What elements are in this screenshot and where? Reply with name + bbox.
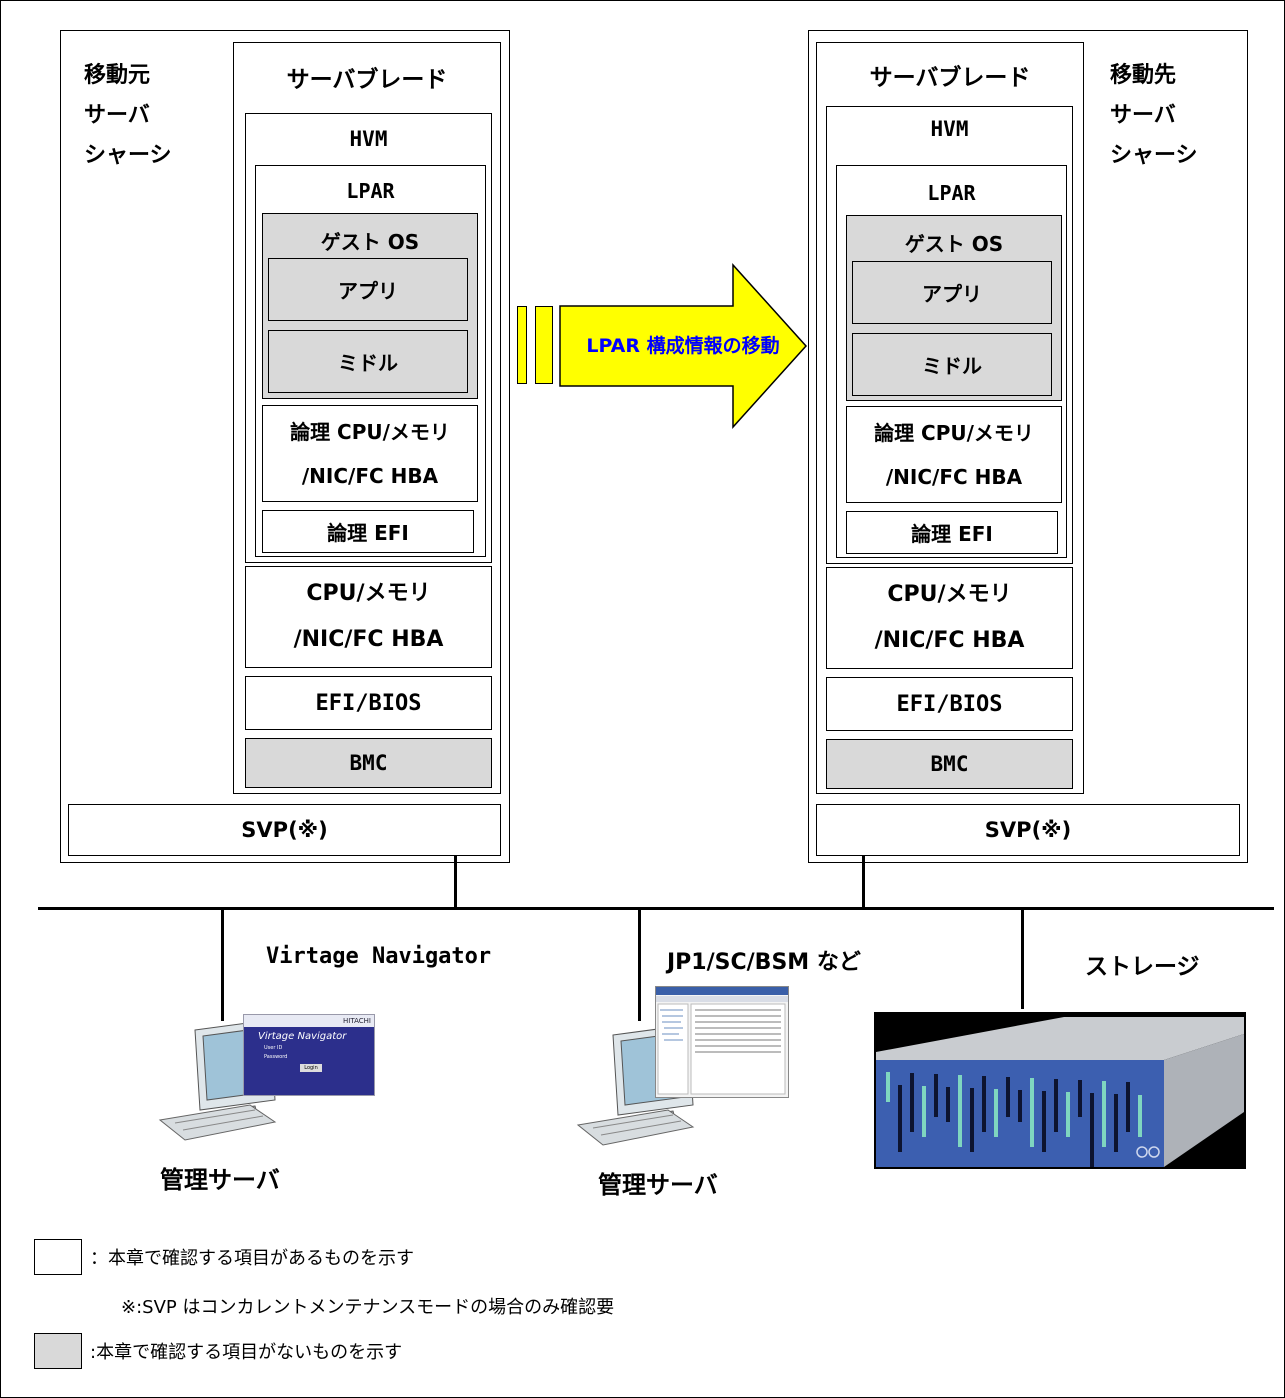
storage-slot [994,1089,998,1137]
legend-white-swatch [34,1239,82,1275]
dest-middle-box: ミドル [852,333,1052,396]
jp1-label: JP1/SC/BSM など [667,950,861,975]
migration-gap-bar-1 [517,306,527,384]
vn-password-label: Password [264,1054,288,1060]
vn-window-title: Virtage Navigator [258,1031,347,1042]
storage-slot [898,1085,902,1152]
source-bmc-box: BMC [245,738,492,788]
dest-lpar-title: LPAR [927,181,976,205]
dest-logical-cpu-box: 論理 CPU/メモリ /NIC/FC HBA [846,406,1062,503]
storage-slot [1102,1081,1106,1147]
storage-slot [1066,1092,1070,1137]
source-svp-box: SVP(※) [68,804,501,856]
dest-guest-os-title: ゲスト OS [904,231,1004,256]
dest-svp-link [862,856,865,908]
legend-white-text: ：本章で確認する項目があるものを示す [90,1248,414,1269]
dest-blade-title: サーバブレード [869,65,1031,91]
migration-arrow-label: LPAR 構成情報の移動 [586,334,780,357]
hitachi-brand: HITACHI [343,1017,371,1025]
storage-slot [946,1087,950,1122]
source-logical-efi-box: 論理 EFI [262,510,474,553]
storage-slot [1054,1079,1058,1132]
jp1-console-window [655,986,789,1098]
storage-slot [1078,1080,1082,1117]
storage-slot [1114,1094,1118,1152]
source-efi-bios-box: EFI/BIOS [245,676,492,730]
network-bus [38,907,1274,910]
virtage-navigator-label: Virtage Navigator [266,944,492,969]
legend-note: ※:SVP はコンカレントメンテナンスモードの場合のみ確認要 [121,1297,615,1318]
storage-slot [982,1076,986,1132]
source-hvm-title: HVM [349,127,388,151]
source-chassis-label: 移動元 サーバ シャーシ [84,63,172,168]
migration-arrow [559,263,808,429]
storage-label: ストレージ [1085,954,1200,980]
dest-cpu-box: CPU/メモリ /NIC/FC HBA [826,567,1073,669]
storage-slot [970,1088,974,1152]
storage-slot [958,1075,962,1147]
storage-device-image [874,1012,1246,1169]
source-cpu-box: CPU/メモリ /NIC/FC HBA [245,566,492,668]
legend-gray-text: :本章で確認する項目がないものを示す [90,1342,403,1363]
storage-slot [1030,1078,1034,1147]
dest-svp-box: SVP(※) [816,804,1240,856]
storage-slot [910,1073,914,1132]
management-server-1-label: 管理サーバ [160,1166,280,1194]
legend-gray-swatch [34,1333,82,1369]
source-guest-os-title: ゲスト OS [320,229,420,254]
source-app-box: アプリ [268,258,468,321]
mgmt1-link [221,909,224,1021]
storage-slot [1018,1090,1022,1122]
storage-slot [1006,1077,1010,1117]
storage-slot [1042,1091,1046,1152]
storage-slot [1090,1093,1094,1167]
storage-slot [1126,1082,1130,1132]
dest-efi-bios-box: EFI/BIOS [826,677,1073,731]
storage-slot [934,1074,938,1117]
source-middle-box: ミドル [268,330,468,393]
dest-hvm-title: HVM [930,117,969,141]
mgmt2-link [638,909,641,1021]
source-logical-cpu-box: 論理 CPU/メモリ /NIC/FC HBA [262,405,478,502]
storage-slot [886,1072,890,1102]
source-svp-link [454,856,457,908]
vn-user-label: User ID [264,1045,283,1051]
management-server-2-label: 管理サーバ [598,1171,718,1199]
dest-bmc-box: BMC [826,739,1073,789]
dest-chassis-label: 移動先 サーバ シャーシ [1110,63,1198,168]
dest-logical-efi-box: 論理 EFI [846,511,1058,554]
dest-app-box: アプリ [852,261,1052,324]
migration-gap-bar-2 [535,306,553,384]
source-lpar-title: LPAR [346,179,395,203]
vn-login-button: Login [300,1064,322,1072]
storage-link [1021,909,1024,1009]
storage-slot [1138,1095,1142,1137]
virtage-navigator-window: HITACHI Virtage Navigator User ID Passwo… [243,1014,375,1096]
source-blade-title: サーバブレード [286,67,448,93]
storage-slot [922,1086,926,1137]
